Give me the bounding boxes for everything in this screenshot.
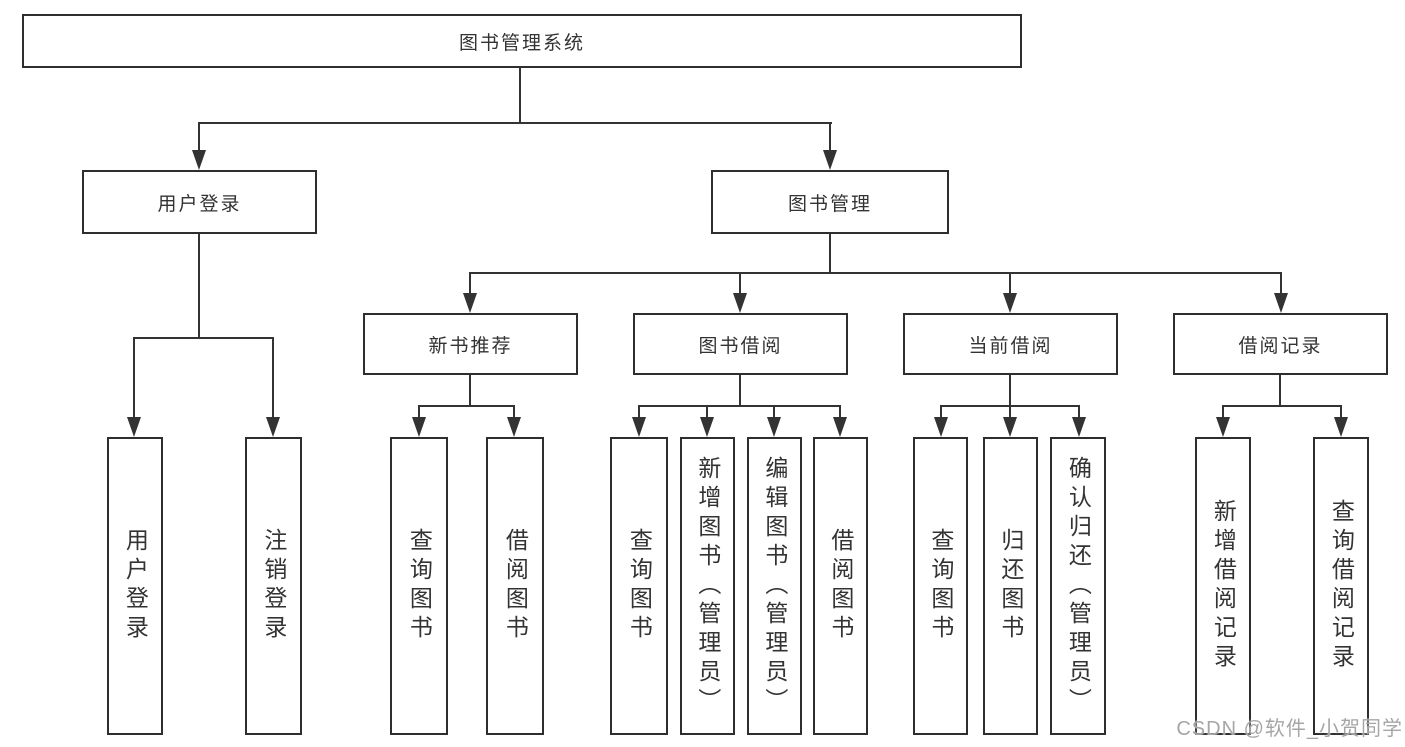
connector-line (638, 405, 841, 407)
leaf-user-login-label: 用户登录 (122, 528, 149, 644)
leaf-edit-book-admin: 编辑图书（管理员） (747, 437, 802, 735)
leaf-logout: 注销登录 (245, 437, 302, 735)
leaf-add-book-admin: 新增图书（管理员） (680, 437, 735, 735)
arrowhead-icon (1072, 417, 1086, 437)
arrowhead-icon (833, 417, 847, 437)
connector-line (513, 405, 515, 419)
arrowhead-icon (127, 417, 141, 437)
leaf-return-books-label: 归还图书 (997, 528, 1024, 644)
connector-line (134, 337, 274, 339)
arrowhead-icon (507, 417, 521, 437)
connector-line (198, 122, 200, 152)
arrowhead-icon (1216, 417, 1230, 437)
arrowhead-icon (192, 150, 206, 170)
arrowhead-icon (412, 417, 426, 437)
node-root: 图书管理系统 (22, 14, 1022, 68)
leaf-borrow-books-1-label: 借阅图书 (502, 528, 529, 644)
arrowhead-icon (733, 293, 747, 313)
connector-line (638, 405, 640, 419)
connector-line (1009, 405, 1011, 419)
connector-line (272, 337, 274, 419)
connector-line (829, 122, 831, 152)
connector-line (133, 337, 135, 419)
connector-line (1009, 272, 1011, 294)
leaf-borrow-books-1: 借阅图书 (486, 437, 544, 735)
arrowhead-icon (1003, 417, 1017, 437)
connector-line (739, 272, 741, 294)
leaf-add-borrow-record: 新增借阅记录 (1195, 437, 1251, 735)
leaf-query-borrow-record-label: 查询借阅记录 (1328, 499, 1355, 673)
connector-line (418, 405, 515, 407)
leaf-borrow-books-2-label: 借阅图书 (827, 528, 854, 644)
leaf-query-books-2: 查询图书 (610, 437, 668, 735)
connector-line (706, 405, 708, 419)
arrowhead-icon (632, 417, 646, 437)
connector-line (1078, 405, 1080, 419)
node-book-management: 图书管理 (711, 170, 949, 234)
node-book-borrow: 图书借阅 (633, 313, 848, 375)
connector-line (829, 234, 831, 274)
leaf-query-books-3: 查询图书 (913, 437, 968, 735)
node-current-borrow: 当前借阅 (903, 313, 1118, 375)
connector-line (940, 405, 942, 419)
connector-line (1280, 272, 1282, 294)
connector-line (1279, 375, 1281, 406)
leaf-query-books-3-label: 查询图书 (927, 528, 954, 644)
connector-line (1009, 375, 1011, 406)
node-new-book-recommend: 新书推荐 (363, 313, 578, 375)
watermark: CSDN @软件_小贺同学 (1176, 718, 1403, 740)
leaf-confirm-return-admin: 确认归还（管理员） (1050, 437, 1106, 735)
node-book-borrow-label: 图书借阅 (698, 335, 783, 357)
connector-line (198, 122, 832, 124)
leaf-logout-label: 注销登录 (260, 528, 287, 644)
leaf-query-books-2-label: 查询图书 (626, 528, 653, 644)
node-borrow-records-label: 借阅记录 (1238, 335, 1323, 357)
arrowhead-icon (1274, 293, 1288, 313)
arrowhead-icon (700, 417, 714, 437)
leaf-add-borrow-record-label: 新增借阅记录 (1210, 499, 1237, 673)
connector-line (773, 405, 775, 419)
leaf-return-books: 归还图书 (983, 437, 1038, 735)
connector-line (519, 68, 521, 123)
connector-line (469, 272, 471, 294)
connector-line (470, 272, 1282, 274)
node-book-management-label: 图书管理 (787, 193, 872, 215)
arrowhead-icon (463, 293, 477, 313)
connector-line (198, 234, 200, 338)
arrowhead-icon (767, 417, 781, 437)
leaf-user-login: 用户登录 (107, 437, 163, 735)
leaf-add-book-admin-label: 新增图书（管理员） (694, 455, 721, 717)
node-user-login-label: 用户登录 (157, 193, 242, 215)
leaf-borrow-books-2: 借阅图书 (813, 437, 868, 735)
leaf-query-books-1-label: 查询图书 (406, 528, 433, 644)
arrowhead-icon (823, 150, 837, 170)
leaf-query-borrow-record: 查询借阅记录 (1313, 437, 1369, 735)
connector-line (1340, 405, 1342, 419)
connector-line (739, 375, 741, 406)
arrowhead-icon (934, 417, 948, 437)
arrowhead-icon (266, 417, 280, 437)
arrowhead-icon (1334, 417, 1348, 437)
leaf-confirm-return-admin-label: 确认归还（管理员） (1065, 455, 1092, 717)
connector-line (418, 405, 420, 419)
node-new-book-recommend-label: 新书推荐 (428, 335, 513, 357)
node-borrow-records: 借阅记录 (1173, 313, 1388, 375)
node-root-label: 图书管理系统 (458, 32, 585, 54)
node-current-borrow-label: 当前借阅 (968, 335, 1053, 357)
leaf-query-books-1: 查询图书 (390, 437, 448, 735)
node-user-login: 用户登录 (82, 170, 317, 234)
connector-line (1222, 405, 1224, 419)
arrowhead-icon (1003, 293, 1017, 313)
connector-line (469, 375, 471, 406)
leaf-edit-book-admin-label: 编辑图书（管理员） (761, 455, 788, 717)
connector-line (1222, 405, 1341, 407)
connector-line (839, 405, 841, 419)
